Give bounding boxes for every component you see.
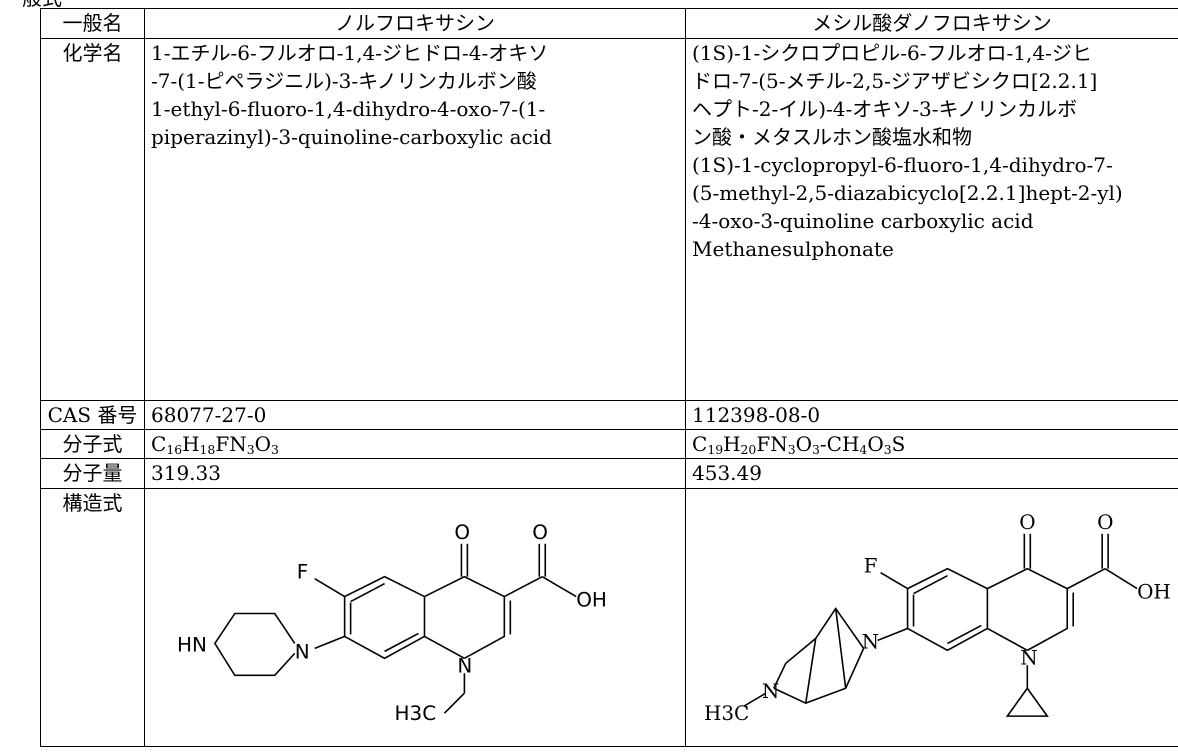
- chemical-name-row: 化学名 1-エチル-6-フルオロ-1,4-ジヒドロ-4-オキソ -7-(1-ピペ…: [40, 38, 1178, 401]
- mw-row: 分子量 319.33 453.49: [40, 458, 1178, 489]
- formula-subscript: 19: [707, 442, 724, 458]
- chemical-name-label: 化学名: [40, 38, 145, 401]
- formula-subscript: 16: [166, 442, 183, 458]
- chemical-name-line: piperazinyl)-3-quinoline-carboxylic acid: [151, 125, 552, 149]
- chemical-name-line: ヘプト-2-イル)-4-オキソ-3-キノリンカルボ: [692, 97, 1078, 121]
- properties-table: 一般名 ノルフロキサシン メシル酸ダノフロキサシン 化学名 1-エチル-6-フル…: [40, 8, 1178, 747]
- atom-label: N: [295, 639, 310, 663]
- chemical-name-line: Methanesulphonate: [692, 237, 894, 261]
- page-fragment: 一般式: [2, 0, 62, 9]
- atom-label: F: [864, 554, 878, 578]
- danofloxacin-structure-image: O O OH F N N N H3C: [704, 510, 1171, 725]
- mw-label: 分子量: [40, 458, 145, 489]
- structure-row: 構造式: [40, 488, 1178, 747]
- formula-subscript: 4: [859, 442, 868, 458]
- formula-subscript: 3: [787, 442, 796, 458]
- cas-row: CAS 番号 68077-27-0 112398-08-0: [40, 400, 1178, 430]
- header-row: 一般名 ノルフロキサシン メシル酸ダノフロキサシン: [40, 8, 1178, 39]
- atom-label: N: [1020, 645, 1037, 669]
- atom-label: OH: [1137, 580, 1171, 604]
- norfloxacin-structure-image: O O OH F HN N N H3C: [177, 520, 607, 725]
- atom-label: N: [762, 679, 779, 703]
- formula-subscript: 3: [883, 442, 892, 458]
- structure-drug-a: O O OH F HN N N H3C: [144, 488, 686, 747]
- mw-drug-a: 319.33: [144, 458, 686, 489]
- atom-label: N: [862, 629, 879, 653]
- header-drug-a: ノルフロキサシン: [144, 8, 686, 39]
- formula-subscript: 3: [246, 442, 255, 458]
- atom-label: OH: [576, 588, 607, 612]
- formula-row: 分子式 C16H18FN3O3 C19H20FN3O3-CH4O3S: [40, 429, 1178, 459]
- chemical-name-line: (5-methyl-2,5-diazabicyclo[2.2.1]hept-2-…: [692, 181, 1123, 205]
- chemical-name-line: ドロ-7-(5-メチル-2,5-ジアザビシクロ[2.2.1]: [692, 69, 1098, 93]
- atom-label: O: [454, 520, 470, 544]
- chemical-name-drug-a: 1-エチル-6-フルオロ-1,4-ジヒドロ-4-オキソ -7-(1-ピペラジニル…: [144, 38, 686, 401]
- header-drug-b: メシル酸ダノフロキサシン: [685, 8, 1178, 39]
- atom-label: F: [297, 560, 308, 584]
- chemical-name-line: -7-(1-ピペラジニル)-3-キノリンカルボン酸: [151, 69, 537, 93]
- atom-label: N: [457, 653, 472, 677]
- chemical-name-line: -4-oxo-3-quinoline carboxylic acid: [692, 209, 1034, 233]
- formula-drug-b: C19H20FN3O3-CH4O3S: [685, 429, 1178, 459]
- chemical-name-line: 1-ethyl-6-fluoro-1,4-dihydro-4-oxo-7-(1-: [151, 97, 546, 121]
- formula-subscript: 18: [199, 442, 216, 458]
- atom-label: O: [1097, 510, 1113, 534]
- atom-label: H3C: [395, 701, 437, 725]
- formula-subscript: 3: [812, 442, 820, 458]
- header-label: 一般名: [40, 8, 145, 39]
- structure-drug-b: O O OH F N N N H3C: [685, 488, 1178, 747]
- chemical-name-line: (1S)-1-シクロプロピル-6-フルオロ-1,4-ジヒ: [692, 41, 1092, 65]
- chemical-name-line: 1-エチル-6-フルオロ-1,4-ジヒドロ-4-オキソ: [151, 41, 549, 65]
- formula-drug-a: C16H18FN3O3: [144, 429, 686, 459]
- atom-label: HN: [177, 632, 207, 656]
- mw-drug-b: 453.49: [685, 458, 1178, 489]
- atom-label: H3C: [704, 701, 749, 725]
- chemical-name-line: (1S)-1-cyclopropyl-6-fluoro-1,4-dihydro-…: [692, 153, 1113, 177]
- formula-subscript: 20: [740, 442, 757, 458]
- cas-drug-b: 112398-08-0: [685, 400, 1178, 430]
- atom-label: O: [1019, 510, 1035, 534]
- formula-label: 分子式: [40, 429, 145, 459]
- atom-label: O: [532, 520, 548, 544]
- cas-label: CAS 番号: [40, 400, 145, 430]
- cas-drug-a: 68077-27-0: [144, 400, 686, 430]
- structure-label: 構造式: [40, 488, 145, 747]
- formula-subscript: 3: [271, 442, 279, 458]
- chemical-name-line: ン酸・メタスルホン酸塩水和物: [692, 125, 972, 149]
- chemical-name-drug-b: (1S)-1-シクロプロピル-6-フルオロ-1,4-ジヒ ドロ-7-(5-メチル…: [685, 38, 1178, 401]
